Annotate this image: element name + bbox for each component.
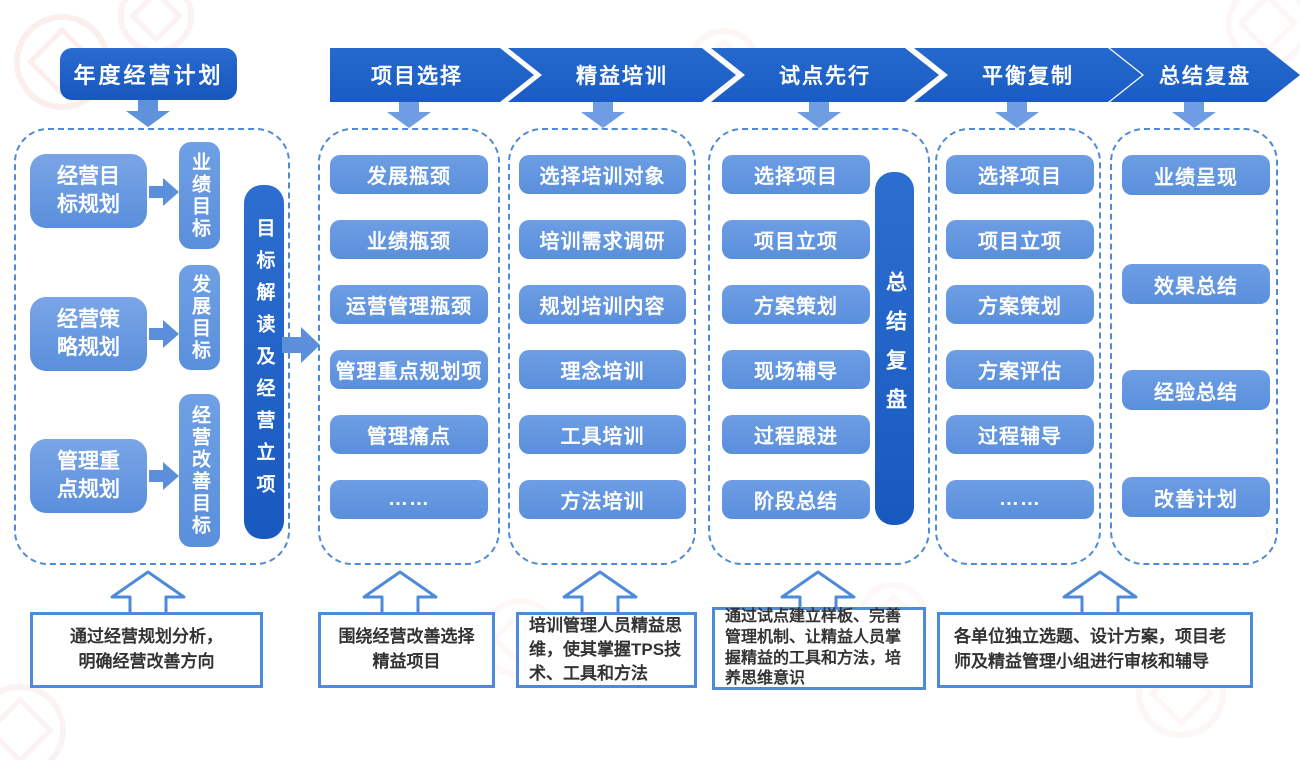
down-arrow-icon [797, 102, 841, 128]
goal-interpretation-bar: 目标解读及经营立项 [244, 185, 284, 539]
note-lean-training: 培训管理人员精益思维，使其掌握TPS技术、工具和方法 [516, 612, 697, 688]
step-button: 方案评估 [946, 350, 1094, 389]
stage-label: 平衡复制 [982, 65, 1074, 88]
right-arrow-icon [149, 320, 179, 348]
step-button: 选择项目 [946, 155, 1094, 194]
container-summary-review: 业绩呈现 效果总结 经验总结 改善计划 [1110, 128, 1278, 565]
step-button: 理念培训 [519, 350, 686, 389]
plan-source-button: 经营策 略规划 [30, 297, 147, 371]
note-balance-replication: 各单位独立选题、设计方案，项目老师及精益管理小组进行审核和辅导 [937, 612, 1253, 688]
step-button: …… [946, 480, 1094, 519]
step-button: 过程辅导 [946, 415, 1094, 454]
container-lean-training: 选择培训对象 培训需求调研 规划培训内容 理念培训 工具培训 方法培训 [508, 128, 696, 565]
plan-source-button: 管理重 点规划 [30, 439, 147, 513]
note-pilot-first: 通过试点建立样板、完善管理机制、让精益人员掌握精益的工具和方法，培养思维意识 [712, 607, 926, 690]
step-button: 发展瓶颈 [330, 155, 488, 194]
down-arrow-icon [387, 102, 431, 128]
container-annual-planning: 经营目 标规划 业绩目标 经营策 略规划 发展目标 管理重 点规划 经营改善目标… [14, 128, 290, 565]
right-arrow-icon [149, 462, 179, 490]
step-button: 效果总结 [1122, 264, 1270, 304]
stage-banner-pilot-first: 试点先行 [711, 48, 939, 102]
watermark-logo [118, 0, 194, 54]
watermark-logo [0, 684, 66, 760]
stage-label: 总结复盘 [1159, 65, 1251, 88]
step-button: 运营管理瓶颈 [330, 285, 488, 324]
down-arrow-icon [995, 102, 1039, 128]
step-button: 方法培训 [519, 480, 686, 519]
step-button: 项目立项 [722, 220, 870, 259]
annual-plan-title: 年度经营计划 [60, 48, 237, 100]
right-arrow-icon [149, 178, 179, 206]
stage-label: 精益培训 [576, 65, 668, 88]
up-arrow-icon [780, 570, 856, 617]
up-arrow-icon [562, 570, 638, 617]
step-button: 现场辅导 [722, 350, 870, 389]
stage-banner-project-selection: 项目选择 [330, 48, 534, 102]
container-project-selection: 发展瓶颈 业绩瓶颈 运营管理瓶颈 管理重点规划项 管理痛点 …… [318, 128, 500, 565]
up-arrow-icon [1062, 570, 1138, 617]
step-button: 培训需求调研 [519, 220, 686, 259]
step-button: 规划培训内容 [519, 285, 686, 324]
container-balance-replication: 选择项目 项目立项 方案策划 方案评估 过程辅导 …… [935, 128, 1101, 565]
summary-review-bar: 总结复盘 [875, 172, 914, 525]
goal-pill: 业绩目标 [179, 142, 220, 249]
step-button: 管理痛点 [330, 415, 488, 454]
container-pilot-first: 选择项目 项目立项 方案策划 现场辅导 过程跟进 阶段总结 总结复盘 [708, 128, 930, 565]
step-button: 经验总结 [1122, 370, 1270, 410]
step-button: 方案策划 [946, 285, 1094, 324]
step-button: 项目立项 [946, 220, 1094, 259]
down-arrow-icon [1172, 102, 1216, 128]
step-button: 阶段总结 [722, 480, 870, 519]
step-button: 方案策划 [722, 285, 870, 324]
step-button: 选择培训对象 [519, 155, 686, 194]
up-arrow-icon [362, 570, 438, 617]
step-button: …… [330, 480, 488, 519]
up-arrow-icon [110, 570, 186, 617]
step-button: 业绩呈现 [1122, 155, 1270, 195]
stage-label: 项目选择 [371, 65, 463, 88]
step-button: 过程跟进 [722, 415, 870, 454]
step-button: 工具培训 [519, 415, 686, 454]
step-button: 业绩瓶颈 [330, 220, 488, 259]
down-arrow-icon [126, 100, 170, 127]
stage-banner-lean-training: 精益培训 [508, 48, 736, 102]
step-button: 改善计划 [1122, 477, 1270, 517]
step-button: 管理重点规划项 [330, 350, 488, 389]
stage-banner-balance-replication: 平衡复制 [914, 48, 1142, 102]
note-annual-planning: 通过经营规划分析， 明确经营改善方向 [30, 612, 263, 688]
goal-pill: 发展目标 [179, 265, 220, 370]
down-arrow-icon [581, 102, 625, 128]
step-button: 选择项目 [722, 155, 870, 194]
plan-source-button: 经营目 标规划 [30, 154, 147, 228]
flow-right-arrow-icon [282, 327, 320, 363]
goal-pill: 经营改善目标 [179, 394, 220, 547]
note-project-selection: 围绕经营改善选择 精益项目 [318, 612, 495, 688]
stage-label: 试点先行 [779, 65, 871, 88]
